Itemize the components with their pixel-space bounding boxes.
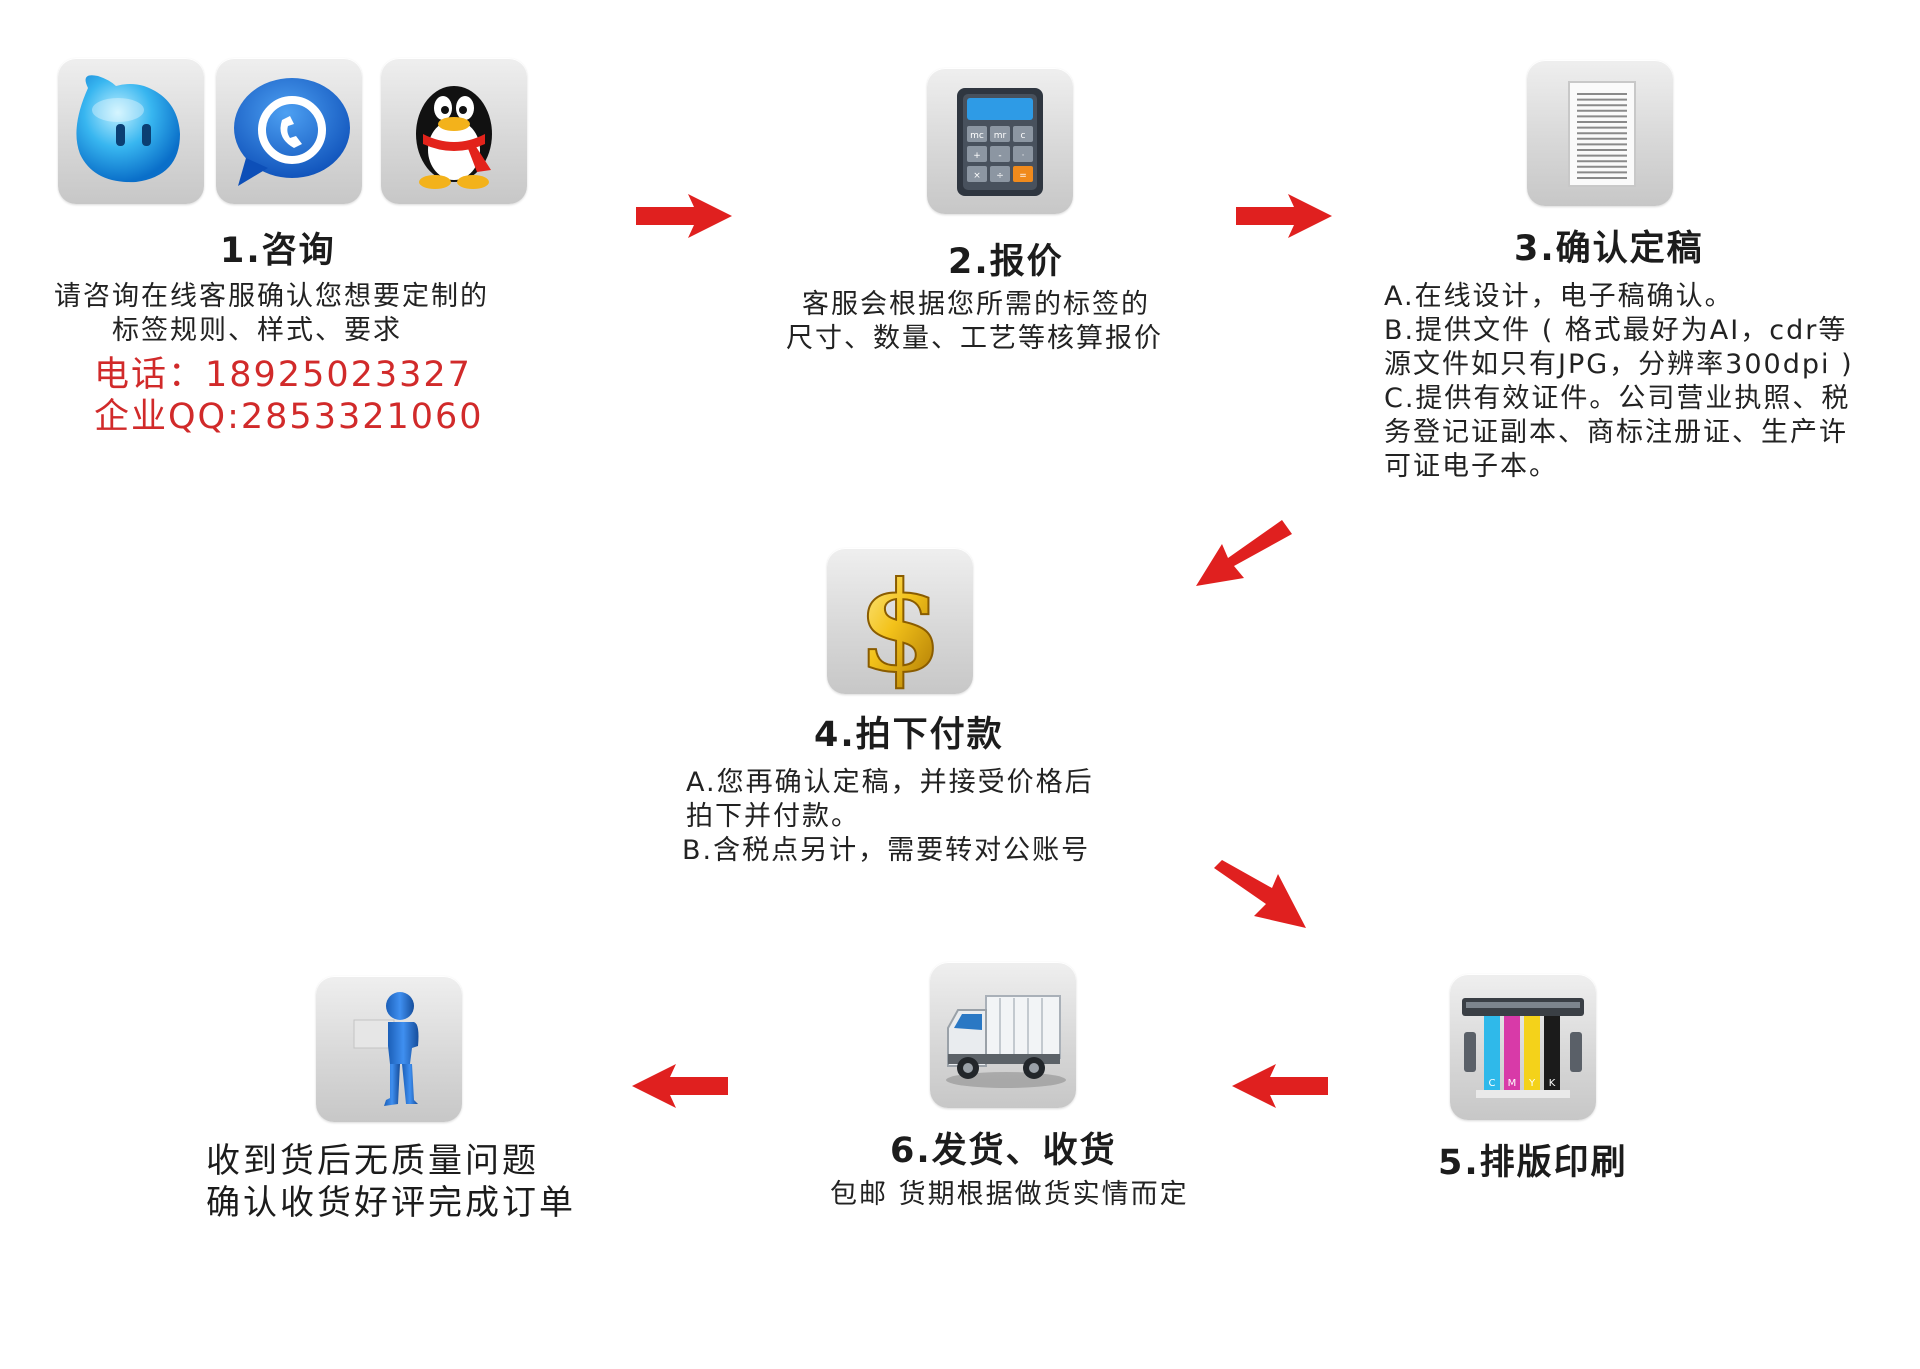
step3-line-1: A.在线设计，电子稿确认。 xyxy=(1384,281,1734,312)
step3-line-3: 源文件如只有JPG，分辨率300dpi ) xyxy=(1384,349,1854,380)
penguin-icon xyxy=(416,86,492,189)
step4-line-3: B.含税点另计，需要转对公账号 xyxy=(682,835,1091,866)
step3-line-5: 务登记证副本、商标注册证、生产许 xyxy=(1384,417,1848,448)
step4-description: A.您再确认定稿，并接受价格后 拍下并付款。 B.含税点另计，需要转对公账号 xyxy=(682,766,1094,868)
step1-description: 请咨询在线客服确认您想要定制的 标签规则、样式、要求 xyxy=(54,280,489,348)
step1-line-2: 标签规则、样式、要求 xyxy=(112,315,402,346)
penguin-tile xyxy=(381,58,527,204)
ink-label: M xyxy=(1508,1078,1517,1089)
calculator-key xyxy=(990,146,1010,162)
arrow-down-left-icon xyxy=(1196,520,1292,586)
truck-icon xyxy=(946,995,1066,1088)
calculator-key xyxy=(967,126,987,142)
ink-label: K xyxy=(1549,1078,1556,1089)
arrow-left-2-icon xyxy=(632,1064,728,1108)
step7-description: 收到货后无质量问题 确认收货好评完成订单 xyxy=(206,1140,576,1224)
step6-line-1: 包邮 货期根据做货实情而定 xyxy=(830,1179,1189,1210)
ink-label: Y xyxy=(1528,1078,1536,1089)
step2-line-2: 尺寸、数量、工艺等核算报价 xyxy=(786,323,1163,354)
calculator-key xyxy=(1013,146,1033,162)
ink-bar xyxy=(1504,1016,1520,1090)
calculator-key xyxy=(967,146,987,162)
dollar-icon: $ xyxy=(856,554,944,694)
document-icon xyxy=(1568,81,1636,187)
ink-label: C xyxy=(1489,1078,1496,1089)
step5-title: 5.排版印刷 xyxy=(1438,1143,1628,1183)
step2-title: 2.报价 xyxy=(948,242,1064,282)
calculator-key-label: - xyxy=(998,151,1001,161)
step2-description: 客服会根据您所需的标签的 尺寸、数量、工艺等核算报价 xyxy=(786,288,1163,356)
step6-description: 包邮 货期根据做货实情而定 xyxy=(830,1178,1189,1212)
calculator-key xyxy=(990,126,1010,142)
dollar-tile: $ xyxy=(827,548,973,694)
delivery-man-icon xyxy=(353,992,419,1106)
step7-line-2: 确认收货好评完成订单 xyxy=(206,1183,576,1223)
delivery-man-tile xyxy=(316,976,462,1122)
calculator-key-label: = xyxy=(1019,171,1027,181)
calculator-key-label: + xyxy=(973,151,981,161)
step4-title: 4.拍下付款 xyxy=(814,715,1004,755)
step1-line-1: 请咨询在线客服确认您想要定制的 xyxy=(54,281,489,312)
phone-icon xyxy=(234,78,350,186)
calculator-key-label: × xyxy=(973,171,981,181)
calculator-key-label: · xyxy=(1022,151,1025,161)
step4-line-2: 拍下并付款。 xyxy=(686,801,860,832)
ink-bar xyxy=(1524,1016,1540,1090)
calculator-key xyxy=(1013,126,1033,142)
chat-bubble-tile xyxy=(58,58,204,204)
ink-bar xyxy=(1544,1016,1560,1090)
arrow-right-2-icon xyxy=(1236,194,1332,238)
step7-line-1: 收到货后无质量问题 xyxy=(206,1141,539,1181)
arrow-right-1-icon xyxy=(636,194,732,238)
step3-line-2: B.提供文件 ( 格式最好为AI，cdr等 xyxy=(1384,315,1848,346)
contact-phone: 电话：18925023327 xyxy=(94,355,472,395)
calculator-key xyxy=(990,166,1010,182)
calculator-key xyxy=(1013,166,1033,182)
step6-title: 6.发货、收货 xyxy=(890,1131,1117,1171)
document-tile xyxy=(1527,60,1673,206)
contact-qq: 企业QQ:2853321060 xyxy=(94,397,484,437)
phone-tile xyxy=(216,58,362,204)
chat-bubble-icon xyxy=(76,75,180,183)
svg-text:$: $ xyxy=(857,555,943,694)
step3-title: 3.确认定稿 xyxy=(1514,229,1704,269)
calculator-key-label: mc xyxy=(970,131,984,141)
step3-line-6: 可证电子本。 xyxy=(1384,451,1558,482)
truck-tile xyxy=(930,962,1076,1108)
calculator-key-label: ÷ xyxy=(996,171,1004,181)
step4-line-1: A.您再确认定稿，并接受价格后 xyxy=(686,767,1094,798)
arrow-left-1-icon xyxy=(1232,1064,1328,1108)
arrow-down-right-icon xyxy=(1214,860,1306,928)
calculator-key-label: mr xyxy=(994,131,1007,141)
step3-line-4: C.提供有效证件。公司营业执照、税 xyxy=(1384,383,1851,414)
ink-bar xyxy=(1484,1016,1500,1090)
step2-line-1: 客服会根据您所需的标签的 xyxy=(802,289,1150,320)
step1-title: 1.咨询 xyxy=(220,231,336,271)
calculator-key-label: c xyxy=(1021,131,1026,141)
step3-description: A.在线设计，电子稿确认。 B.提供文件 ( 格式最好为AI，cdr等 源文件如… xyxy=(1384,280,1854,484)
calculator-key xyxy=(967,166,987,182)
